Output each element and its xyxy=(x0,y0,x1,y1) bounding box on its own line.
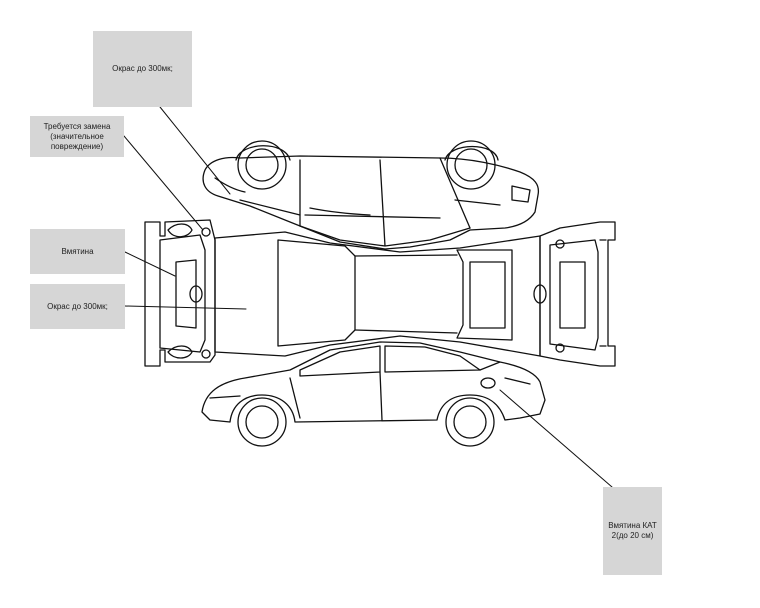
callout-text: Окрас до 300мк; xyxy=(112,64,173,73)
car-side-view-bottom xyxy=(201,341,546,447)
callout-paint-hood: Окрас до 300мк; xyxy=(30,284,125,329)
car-rear-view xyxy=(533,221,616,367)
leader-line-4 xyxy=(124,305,247,310)
leader-line-1 xyxy=(159,106,231,195)
callout-text: Окрас до 300мк; xyxy=(47,301,108,311)
callout-dent-cat2: Вмятина КАТ 2(до 20 см) xyxy=(603,487,662,575)
callout-paint-top: Окрас до 300мк; xyxy=(93,31,192,107)
leader-line-2 xyxy=(123,135,204,231)
leader-line-5 xyxy=(499,389,613,488)
callout-dent-front: Вмятина xyxy=(30,229,125,274)
car-side-view-top xyxy=(202,140,540,250)
callout-text: Вмятина xyxy=(61,246,94,256)
car-roof-view xyxy=(214,231,541,357)
callout-text: Требуется замена (значительное поврежден… xyxy=(43,121,111,151)
car-front-view xyxy=(144,219,216,367)
leader-lines xyxy=(123,106,613,488)
leader-line-3 xyxy=(124,251,176,277)
callout-replacement-needed: Требуется замена (значительное поврежден… xyxy=(30,116,124,157)
callout-text: Вмятина КАТ 2(до 20 см) xyxy=(608,521,657,540)
